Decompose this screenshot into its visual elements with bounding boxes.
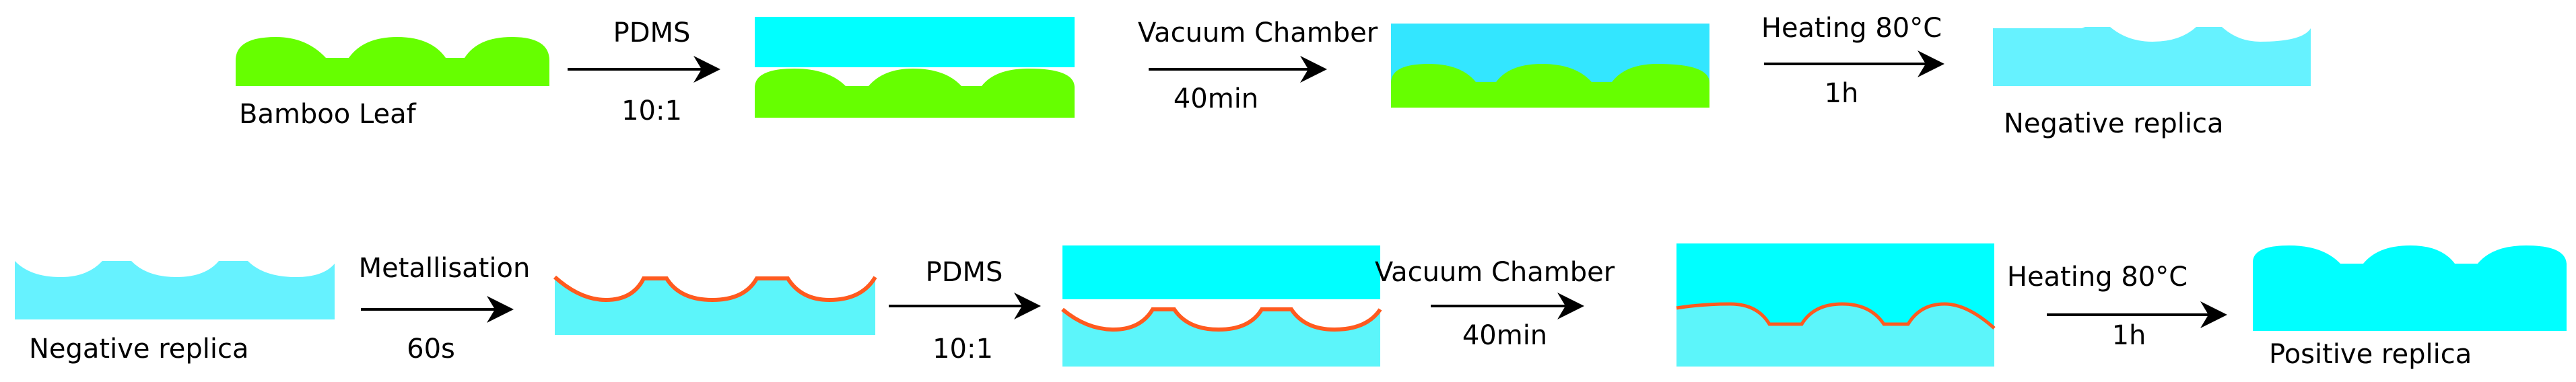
- negative-replica-shape: [15, 261, 335, 319]
- step-heating-label: Heating 80°C: [2007, 262, 2188, 293]
- negative-replica-label: Negative replica: [2004, 108, 2224, 139]
- bamboo-leaf-label: Bamboo Leaf: [239, 99, 417, 130]
- step-ratio-label: 10:1: [933, 334, 993, 365]
- step-time-label: 40min: [1462, 320, 1547, 351]
- pdms-on-replica-shape: [1061, 245, 1382, 367]
- pdms-on-leaf-shape: [755, 17, 1075, 118]
- step-vacuum-label: Vacuum Chamber: [1375, 257, 1615, 288]
- positive-replica-label: Positive replica: [2269, 339, 2472, 370]
- step-pdms-label: PDMS: [926, 257, 1003, 288]
- step-heating-label: Heating 80°C: [1761, 13, 1942, 44]
- step-duration-label: 1h: [2112, 320, 2146, 351]
- positive-replica-shape: [2253, 245, 2567, 331]
- step-time-label: 40min: [1174, 83, 1258, 114]
- step-ratio-label: 10:1: [621, 96, 682, 126]
- leaf-in-pdms-shape: [1391, 24, 1709, 108]
- step-duration-label: 60s: [407, 334, 455, 365]
- replica-in-pdms-shape: [1676, 243, 1996, 367]
- negative-replica-shape: [1993, 27, 2311, 86]
- step-metallisation-label: Metallisation: [359, 253, 531, 284]
- bamboo-leaf-shape: [236, 37, 549, 86]
- step-vacuum-label: Vacuum Chamber: [1138, 17, 1378, 48]
- metallised-replica-shape: [553, 275, 877, 335]
- negative-replica-label: Negative replica: [29, 334, 249, 365]
- step-pdms-label: PDMS: [613, 17, 691, 48]
- step-duration-label: 1h: [1825, 78, 1859, 109]
